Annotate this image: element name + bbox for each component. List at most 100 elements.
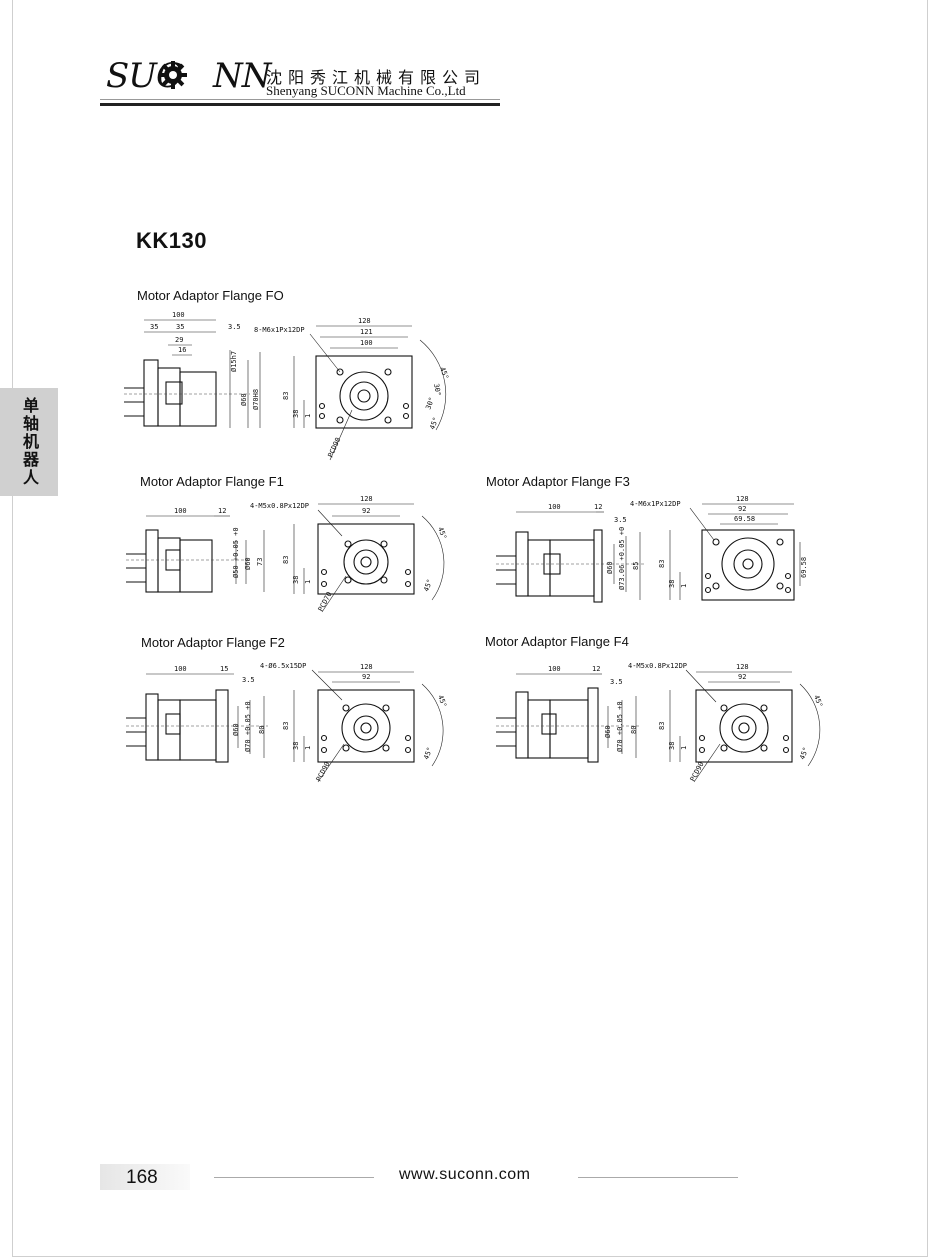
header-divider xyxy=(100,103,500,106)
dim-label: 128 xyxy=(360,495,373,503)
dim-label: 83 xyxy=(282,556,290,564)
dim-label: Ø70 +0.05 +0 xyxy=(616,701,624,752)
dim-label: 16 xyxy=(178,346,186,354)
figure-label-f4: Motor Adaptor Flange F4 xyxy=(485,634,629,649)
front-view-f4: 128 92 4-M5x0.8Px12DP 83 38 1 45° 45° PC… xyxy=(628,662,824,783)
dim-label: 38 xyxy=(292,576,300,584)
side-view-f3: 100 12 3.5 Ø60 Ø73.06 +0.05 +0 85 xyxy=(496,503,646,603)
dim-label: 35 xyxy=(150,323,158,331)
dim-label: Ø60 xyxy=(240,393,248,406)
dim-label: 128 xyxy=(736,663,749,671)
dim-label: Ø73.06 +0.05 +0 xyxy=(618,527,626,590)
dim-label: 73 xyxy=(256,558,264,566)
dim-label: 80 xyxy=(630,726,638,734)
company-name-chinese: 沈阳秀江机械有限公司 xyxy=(266,68,487,87)
gear-icon xyxy=(159,61,187,89)
dim-label: Ø70 +0.05 +0 xyxy=(244,701,252,752)
dim-label: 29 xyxy=(175,336,183,344)
dim-label: 38 xyxy=(668,742,676,750)
figure-label-f2: Motor Adaptor Flange F2 xyxy=(141,635,285,650)
dim-label: 38 xyxy=(668,580,676,588)
front-view-f1: 128 92 4-M5x0.8Px12DP 83 38 1 45° 45° PC… xyxy=(250,495,448,613)
dim-label: 45° xyxy=(422,746,434,761)
dim-label: PCD90 xyxy=(327,436,343,459)
dim-label: 1 xyxy=(680,746,688,750)
side-view-f1: 100 12 Ø50 +0.05 +0 Ø60 73 xyxy=(126,507,265,593)
dim-label: PCD90 xyxy=(689,761,706,783)
dim-label: 92 xyxy=(738,505,746,513)
dim-label: 100 xyxy=(174,665,187,673)
dim-label: Ø60 xyxy=(232,723,240,736)
drawing-flange-f3: 100 12 3.5 Ø60 Ø73.06 +0.05 +0 85 128 92… xyxy=(496,495,808,603)
dim-label: 30° xyxy=(424,396,436,411)
company-name-english: Shenyang SUCONN Machine Co.,Ltd xyxy=(266,83,466,98)
dim-label: 35 xyxy=(176,323,184,331)
dim-label: 38 xyxy=(292,410,300,418)
footer-divider-left xyxy=(214,1177,374,1178)
dim-label: 121 xyxy=(360,328,373,336)
drawing-flange-fo: 100 35 35 3.5 29 16 Ø15h7 Ø60 Ø70H8 128 … xyxy=(124,311,450,461)
dim-label: 83 xyxy=(282,722,290,730)
footer-divider-right xyxy=(578,1177,738,1178)
dim-label: 3.5 xyxy=(242,676,255,684)
dim-label: 100 xyxy=(548,503,561,511)
dim-label: 45° xyxy=(422,578,434,593)
dim-label: 15 xyxy=(220,665,228,673)
dim-label: 83 xyxy=(658,722,666,730)
dim-label: 1 xyxy=(680,584,688,588)
dim-label: Ø15h7 xyxy=(230,351,238,372)
dim-label: 100 xyxy=(360,339,373,347)
dim-label: 38 xyxy=(292,742,300,750)
logo-text-end: NN xyxy=(212,56,271,96)
side-view-f2: 100 15 3.5 Ø60 Ø70 +0.05 +0 80 xyxy=(126,665,268,763)
front-view-f2: 128 92 4-Ø6.5x15DP 83 38 1 45° 45° PCD90 xyxy=(260,662,448,783)
dim-label: 92 xyxy=(738,673,746,681)
dim-label: 45° xyxy=(428,416,440,431)
dim-label: 12 xyxy=(592,665,600,673)
model-title: KK130 xyxy=(136,228,207,253)
dim-label: 12 xyxy=(594,503,602,511)
dim-label: 85 xyxy=(632,562,640,570)
dim-label: 30° xyxy=(432,383,442,397)
dim-label: 128 xyxy=(736,495,749,503)
dim-label: 4-M5x0.8Px12DP xyxy=(250,502,309,510)
dim-label: 12 xyxy=(218,507,226,515)
drawing-flange-f4: 100 12 3.5 Ø60 Ø70 +0.05 +0 80 128 92 4-… xyxy=(496,662,824,783)
dim-label: 4-M6x1Px12DP xyxy=(630,500,681,508)
dim-label: 100 xyxy=(172,311,185,319)
dim-label: 92 xyxy=(362,507,370,515)
dim-label: 4-M5x0.8Px12DP xyxy=(628,662,687,670)
dim-label: PCD90 xyxy=(315,761,332,783)
dim-label: 69.58 xyxy=(734,515,755,523)
dim-label: 45° xyxy=(438,366,450,381)
section-side-tab: 单轴机器人 xyxy=(0,388,58,496)
drawing-flange-f1: 100 12 Ø50 +0.05 +0 Ø60 73 128 92 4-M5x0… xyxy=(126,495,448,613)
dim-label: Ø50 +0.05 +0 xyxy=(232,527,240,578)
side-view-fo: 100 35 35 3.5 29 16 Ø15h7 Ø60 Ø70H8 xyxy=(124,311,261,428)
dim-label: 83 xyxy=(282,392,290,400)
front-view-fo: 128 121 100 8-M6x1Px12DP 83 38 1 45° 30°… xyxy=(254,317,450,461)
dim-label: 92 xyxy=(362,673,370,681)
dim-label: 128 xyxy=(360,663,373,671)
website-url: www.suconn.com xyxy=(399,1166,531,1183)
dim-label: 80 xyxy=(258,726,266,734)
dim-label: Ø60 xyxy=(604,725,612,738)
figure-label-f3: Motor Adaptor Flange F3 xyxy=(486,474,630,489)
dim-label: 1 xyxy=(304,414,312,418)
dim-label: 1 xyxy=(304,746,312,750)
dim-label: 3.5 xyxy=(610,678,623,686)
dim-label: Ø60 xyxy=(606,561,614,574)
dim-label: 128 xyxy=(358,317,371,325)
dim-label: 69.58 xyxy=(800,557,808,578)
side-view-f4: 100 12 3.5 Ø60 Ø70 +0.05 +0 80 xyxy=(496,665,640,763)
figure-label-f1: Motor Adaptor Flange F1 xyxy=(140,474,284,489)
dim-label: 45° xyxy=(436,694,448,709)
page-number: 168 xyxy=(126,1167,158,1188)
dim-label: 45° xyxy=(436,526,448,541)
dim-label: Ø70H8 xyxy=(252,389,260,410)
page-frame xyxy=(12,0,928,1257)
page-number-background xyxy=(100,1164,190,1190)
side-tab-label: 单轴机器人 xyxy=(20,397,39,487)
drawing-flange-f2: 100 15 3.5 Ø60 Ø70 +0.05 +0 80 128 92 4-… xyxy=(126,662,448,783)
dim-label: Ø60 xyxy=(244,557,252,570)
